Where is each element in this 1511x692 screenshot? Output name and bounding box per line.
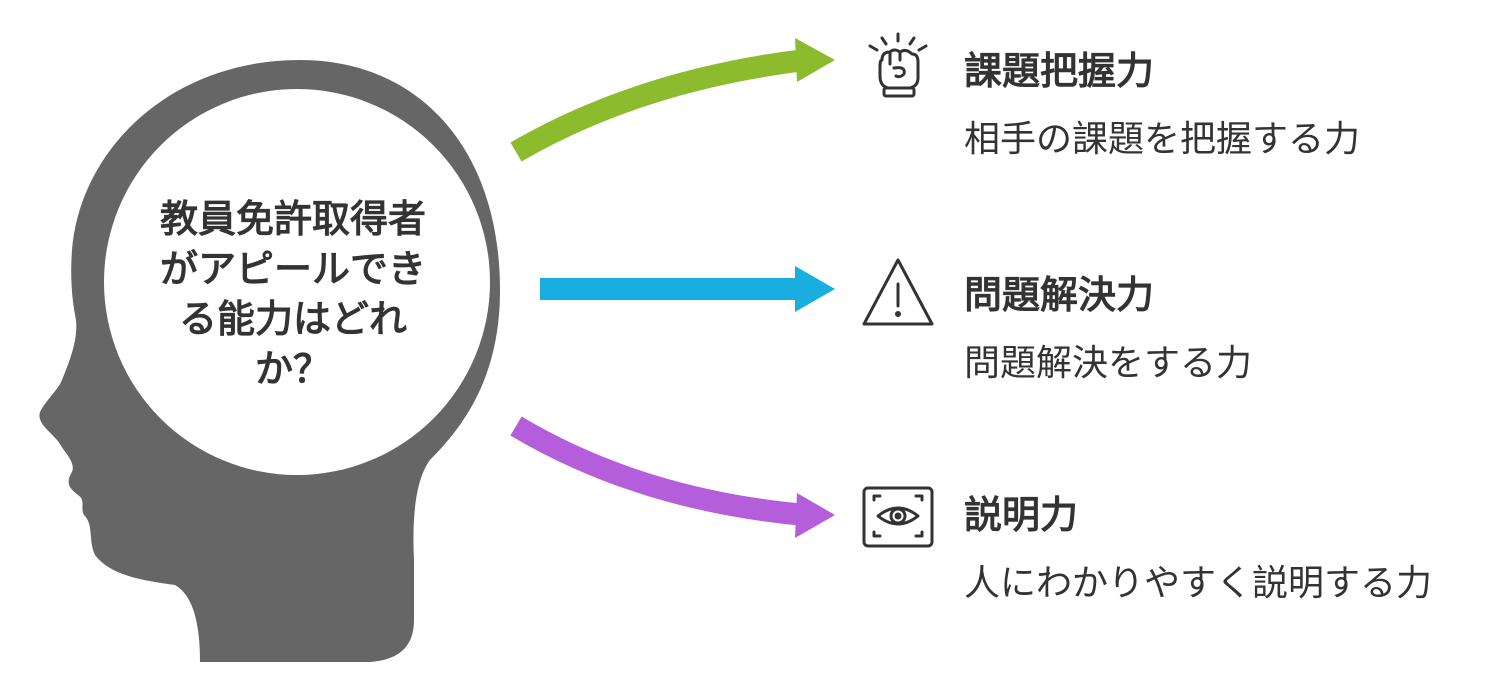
ability-title: 説明力 [964, 493, 1079, 537]
fist-icon [868, 32, 928, 98]
eye-frame-icon [862, 486, 934, 548]
arrow-3 [510, 416, 835, 538]
warning-icon [862, 258, 934, 326]
center-line-3: る能力はどれ [178, 297, 407, 341]
ability-description: 人にわかりやすく説明する力 [964, 563, 1433, 604]
ability-title: 課題把握力 [964, 49, 1155, 93]
center-question: 教員免許取得者 がアピールでき る能力はどれ か？ [118, 194, 468, 394]
center-line-2: がアピールでき [159, 247, 426, 291]
ability-description: 相手の課題を把握する力 [964, 119, 1361, 160]
ability-description: 問題解決をする力 [964, 343, 1253, 384]
arrow-1 [510, 38, 835, 162]
ability-title: 問題解決力 [964, 273, 1155, 317]
center-line-1: 教員免許取得者 [159, 197, 426, 241]
center-line-4: か？ [254, 347, 331, 391]
arrow-2 [540, 266, 835, 312]
head-bubble [104, 89, 490, 475]
head-silhouette [39, 60, 501, 662]
